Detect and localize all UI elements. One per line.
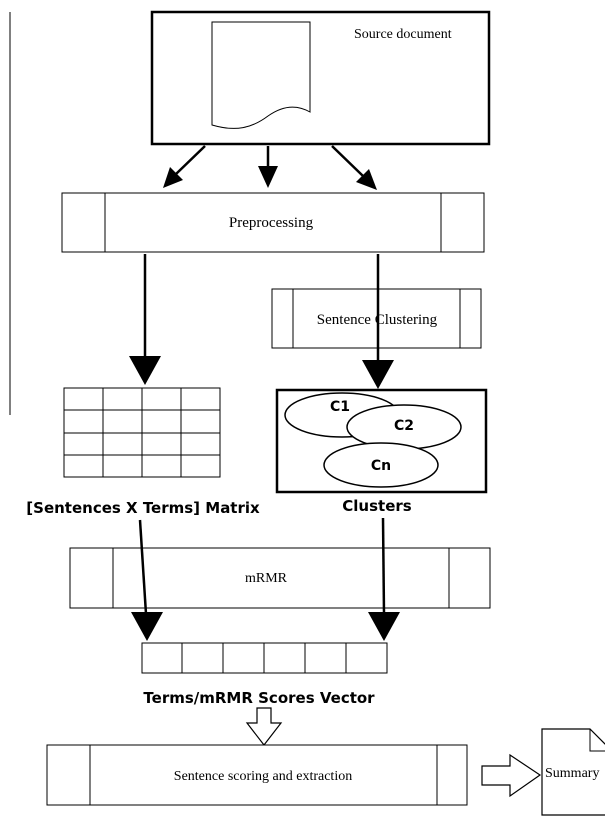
- preprocessing-label: Preprocessing: [229, 215, 314, 231]
- preprocessing-to-matrix-arrow: [129, 254, 161, 385]
- mrmr-label: mRMR: [245, 571, 288, 586]
- source-document-node: Source document: [150, 10, 491, 146]
- clusters-to-vector-arrow: [368, 517, 400, 641]
- mrmr-node: [69, 547, 491, 609]
- vector-to-scoring-arrow: [245, 707, 283, 746]
- cluster-cn-ellipse: [323, 442, 439, 488]
- scoring-to-summary-arrow: [481, 753, 542, 798]
- document-icon: [211, 21, 311, 129]
- summary-document-icon: [541, 728, 605, 816]
- vector-caption: Terms/mRMR Scores Vector: [143, 689, 375, 707]
- cluster-c1-label: C1: [330, 399, 350, 415]
- scoring-node: Sentence scoring and extraction: [46, 744, 468, 806]
- source-document-label: Source document: [354, 27, 452, 42]
- preprocessing-to-clusters-arrow: [362, 254, 394, 389]
- summary-label: Summary: [545, 766, 599, 781]
- sentence-clustering-node: [271, 288, 482, 349]
- matrix-to-vector-arrow: [131, 519, 163, 641]
- sentence-clustering-label: Sentence Clustering: [317, 312, 438, 328]
- matrix-grid: [63, 387, 221, 478]
- scores-vector: [141, 642, 388, 674]
- cluster-cn-label: Cn: [371, 458, 391, 474]
- summary-node: Summary: [541, 728, 605, 816]
- clusters-caption: Clusters: [342, 497, 411, 515]
- matrix-caption: [Sentences X Terms] Matrix: [26, 499, 260, 517]
- cluster-c2-label: C2: [394, 418, 414, 434]
- scoring-label: Sentence scoring and extraction: [174, 769, 352, 784]
- source-to-preprocessing-arrows: [163, 145, 377, 190]
- clusters-node: C1 C2 Cn: [275, 388, 488, 494]
- preprocessing-node: Preprocessing: [61, 192, 485, 253]
